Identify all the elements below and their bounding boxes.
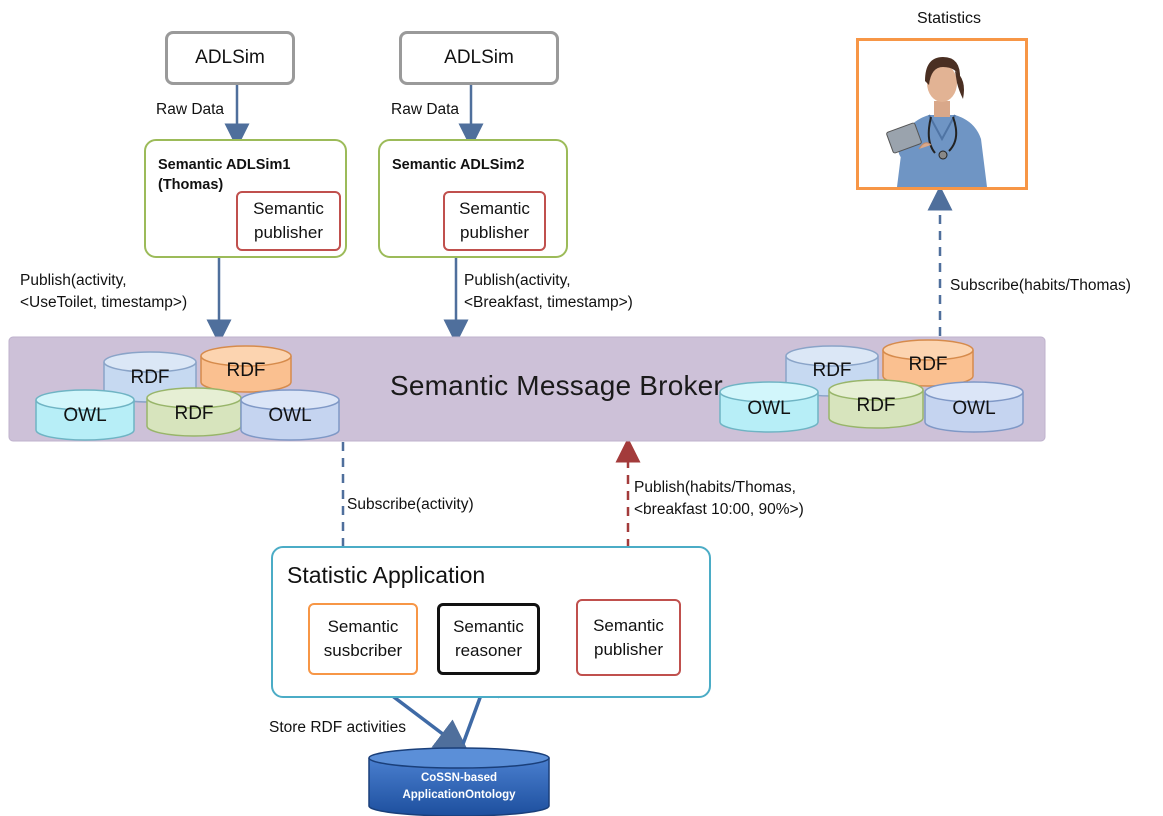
- semantic-adlsim-2-title: Semantic ADLSim2: [392, 157, 525, 173]
- right-store-rdf-orange: [882, 339, 974, 387]
- publish-habits-label: Publish(habits/Thomas, <breakfast 10:00,…: [634, 477, 804, 521]
- right-store-label-owl-cyan: OWL: [747, 398, 791, 419]
- publish-habits-line-2: <breakfast 10:00, 90%>): [634, 501, 804, 518]
- right-store-label-rdf-green: RDF: [856, 395, 896, 416]
- left-store-label-rdf-green: RDF: [174, 403, 214, 424]
- right-store-label-rdf-orange: RDF: [908, 354, 948, 375]
- left-store-owl-blue: [240, 389, 340, 441]
- semantic-adlsim-2: Semantic ADLSim2 Semantic publisher: [378, 139, 568, 258]
- statistic-application-title: Statistic Application: [287, 562, 486, 588]
- subscriber-line-1: Semantic: [327, 617, 399, 636]
- publisher-1-line-1: Semantic: [253, 199, 324, 218]
- ontology-line-1: CoSSN-based: [420, 772, 498, 784]
- adlsim-label-1: ADLSim: [195, 47, 265, 68]
- left-store-rdf-orange: [200, 345, 292, 393]
- semantic-adlsim-1: Semantic ADLSim1 (Thomas) Semantic publi…: [144, 139, 347, 258]
- publish-label-1: Publish(activity, <UseToilet, timestamp>…: [20, 270, 187, 314]
- left-store-label-rdf-blue: RDF: [130, 367, 170, 388]
- adlsim-box-2: ADLSim: [399, 31, 559, 85]
- reasoner-line-1: Semantic: [453, 617, 524, 636]
- publish-label-2: Publish(activity, <Breakfast, timestamp>…: [464, 270, 633, 314]
- semantic-publisher-1: Semantic publisher: [236, 191, 341, 251]
- left-store-rdf-green: [146, 387, 242, 437]
- left-store-label-rdf-orange: RDF: [226, 360, 266, 381]
- app-publisher-line-2: publisher: [594, 639, 663, 659]
- semantic-subscriber: Semantic susbcriber: [308, 603, 418, 675]
- publish-label-2-line-2: <Breakfast, timestamp>): [464, 294, 633, 311]
- right-store-owl-cyan: [719, 381, 819, 433]
- statistics-label: Statistics: [917, 10, 982, 27]
- ontology-line-2: ApplicationOntology: [402, 789, 516, 801]
- adlsim-box-1: ADLSim: [165, 31, 295, 85]
- left-store-owl-cyan: [35, 389, 135, 441]
- publisher-1-line-2: publisher: [254, 223, 323, 242]
- right-store-owl-blue: [924, 381, 1024, 433]
- store-rdf-label: Store RDF activities: [269, 719, 406, 736]
- broker-title: Semantic Message Broker: [390, 370, 723, 401]
- reasoner-line-2: reasoner: [454, 641, 523, 660]
- publisher-2-line-2: publisher: [460, 223, 529, 242]
- right-store-label-rdf-blue: RDF: [812, 360, 852, 381]
- adlsim-label-2: ADLSim: [444, 47, 514, 68]
- ontology-label: CoSSN-based ApplicationOntology: [369, 770, 549, 804]
- publisher-2-line-1: Semantic: [459, 199, 530, 218]
- right-store-rdf-green: [828, 379, 924, 429]
- semantic-publisher-app: Semantic publisher: [576, 599, 681, 676]
- publish-label-1-line-1: Publish(activity,: [20, 272, 127, 289]
- semantic-reasoner: Semantic reasoner: [437, 603, 540, 675]
- publish-label-2-line-1: Publish(activity,: [464, 272, 571, 289]
- subscribe-habits-label: Subscribe(habits/Thomas): [950, 277, 1131, 294]
- raw-data-label-2: Raw Data: [391, 101, 460, 118]
- doctor-figure-icon: [859, 41, 1025, 187]
- semantic-adlsim-1-title: Semantic ADLSim1 (Thomas): [158, 157, 291, 193]
- right-store-label-owl-blue: OWL: [952, 398, 996, 419]
- subscribe-activity-label: Subscribe(activity): [347, 496, 474, 513]
- app-publisher-line-1: Semantic: [593, 615, 664, 635]
- raw-data-label-1: Raw Data: [156, 101, 225, 118]
- publish-habits-line-1: Publish(habits/Thomas,: [634, 479, 796, 496]
- subscriber-line-2: susbcriber: [323, 641, 403, 660]
- ontology-database: [368, 747, 550, 816]
- semantic-publisher-2: Semantic publisher: [443, 191, 546, 251]
- statistics-photo: [856, 38, 1028, 190]
- left-store-label-owl-blue: OWL: [268, 405, 312, 426]
- left-store-label-owl-cyan: OWL: [63, 405, 107, 426]
- publish-label-1-line-2: <UseToilet, timestamp>): [20, 294, 188, 311]
